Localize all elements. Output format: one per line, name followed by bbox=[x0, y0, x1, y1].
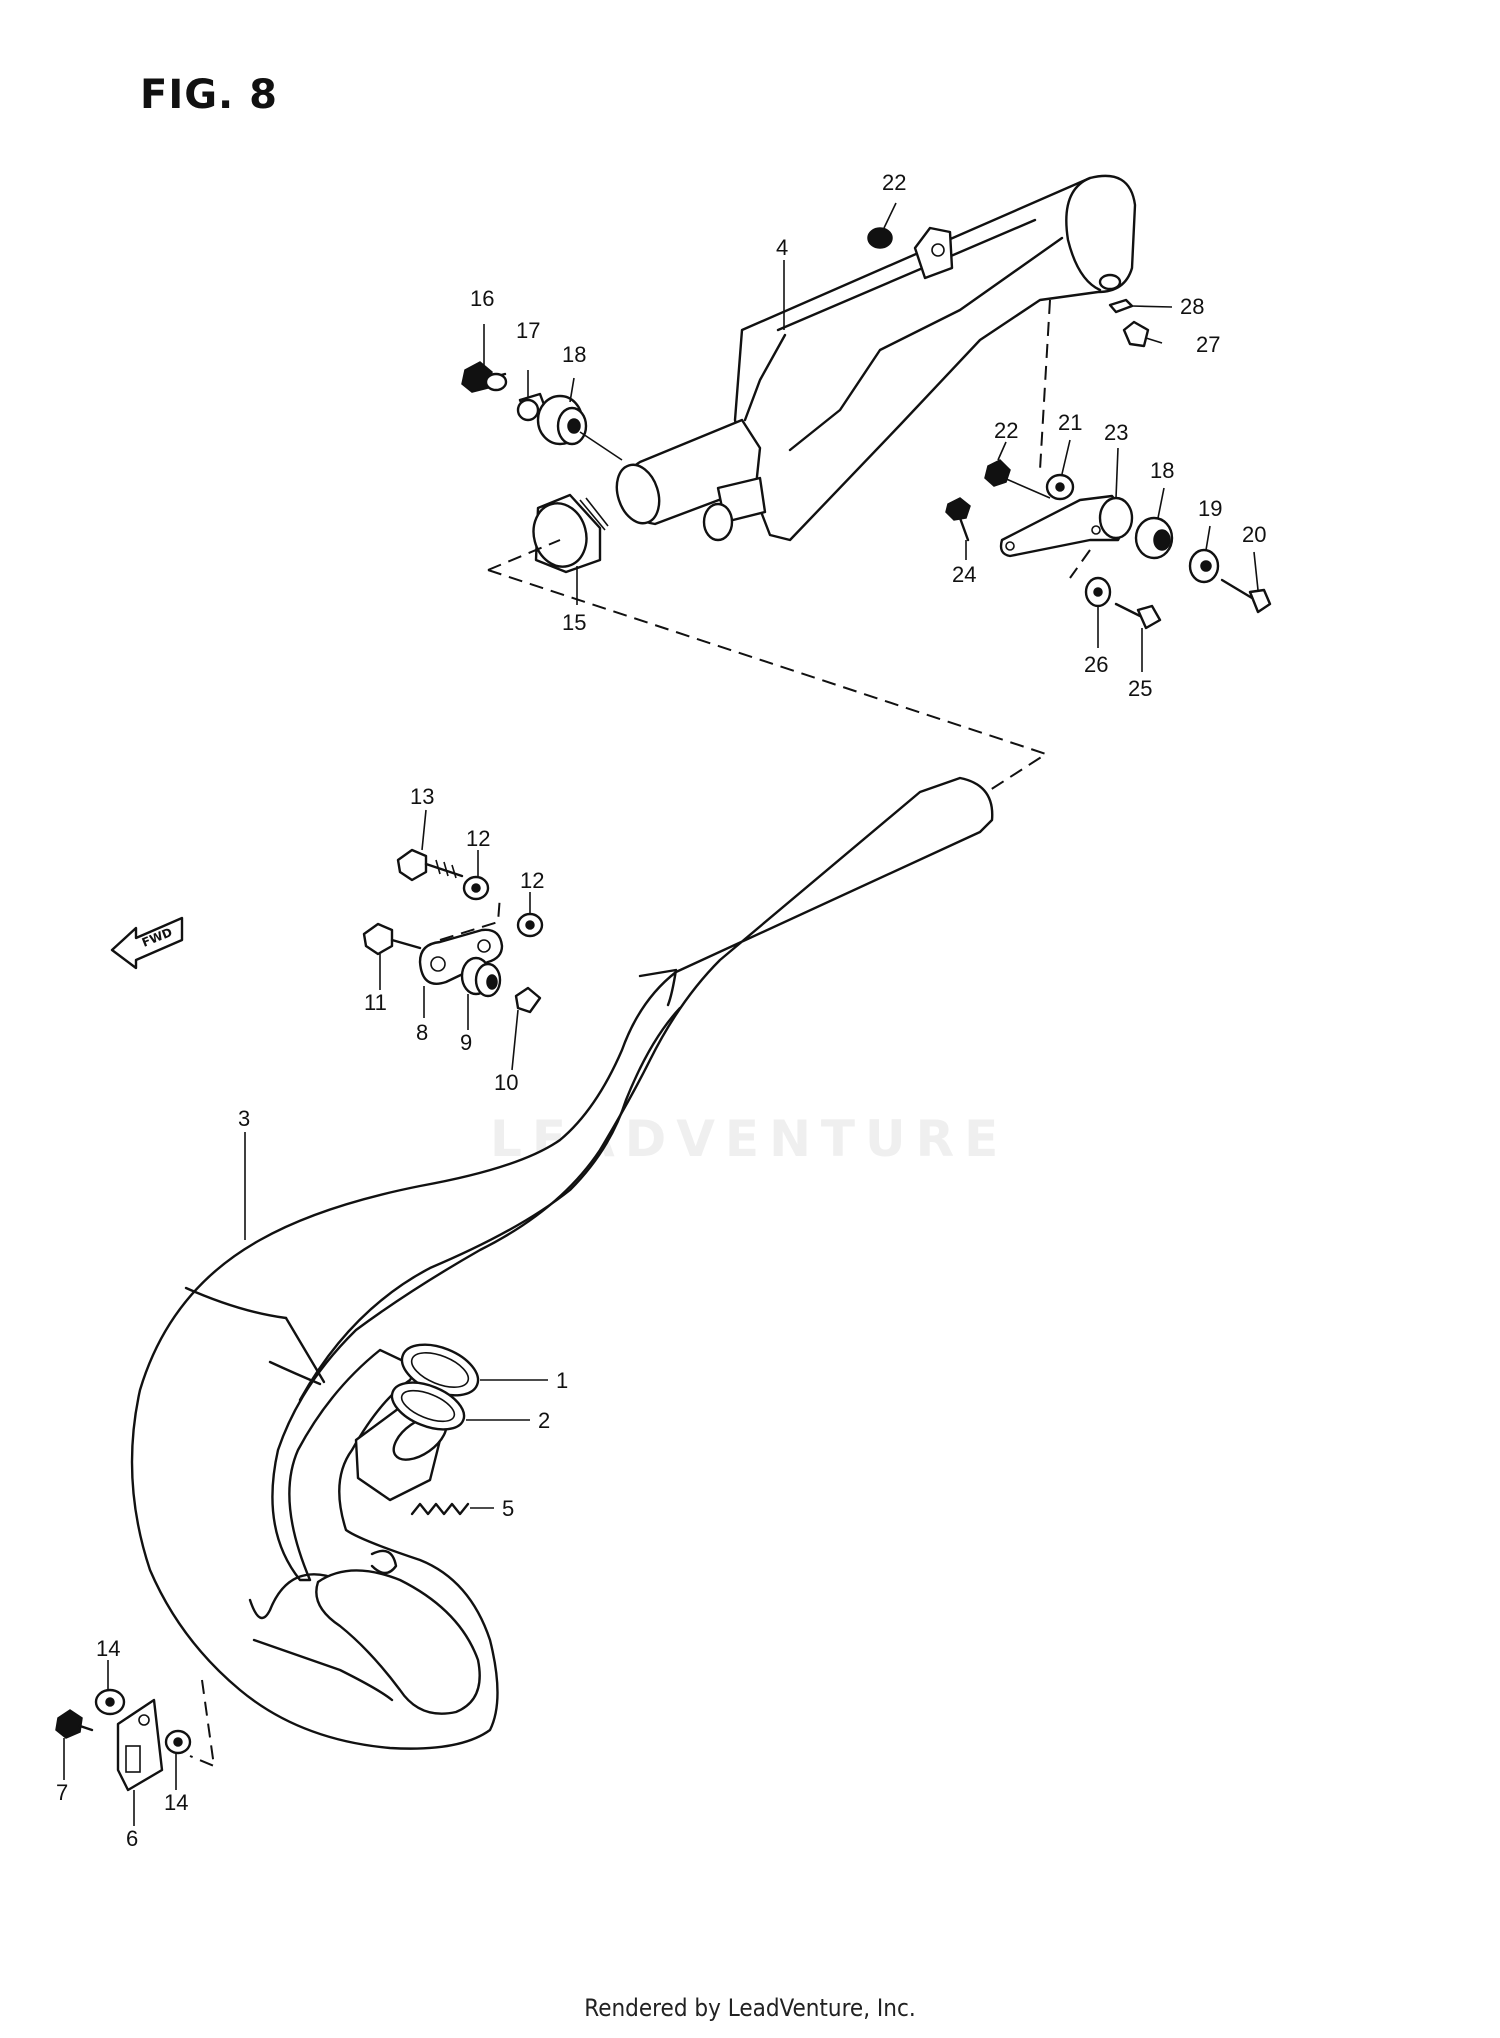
grommet-18-drawing[interactable] bbox=[536, 394, 588, 446]
callout-15: 15 bbox=[562, 610, 586, 635]
bracket-6-drawing[interactable] bbox=[116, 1698, 164, 1792]
callout-14b: 14 bbox=[164, 1790, 188, 1815]
callout-22a: 22 bbox=[882, 170, 906, 195]
label-leaders bbox=[63, 202, 1259, 1826]
align-line-15 bbox=[487, 539, 561, 571]
callout-20: 20 bbox=[1242, 522, 1266, 547]
seal-15-drawing[interactable] bbox=[527, 493, 609, 574]
leader-6-chamber bbox=[189, 1679, 216, 1768]
muffler-drawing[interactable] bbox=[610, 174, 1137, 542]
leader-8 bbox=[439, 895, 501, 941]
washer-14a-drawing[interactable] bbox=[94, 1688, 126, 1716]
callout-16: 16 bbox=[470, 286, 494, 311]
callout-28: 28 bbox=[1180, 294, 1204, 319]
callout-11: 11 bbox=[364, 990, 387, 1015]
nut-22-top-drawing[interactable] bbox=[867, 227, 893, 249]
callout-26: 26 bbox=[1084, 652, 1108, 677]
callout-9: 9 bbox=[460, 1030, 472, 1055]
callout-1: 1 bbox=[556, 1368, 568, 1393]
callout-5: 5 bbox=[502, 1496, 514, 1521]
bracket-8-drawing[interactable] bbox=[418, 928, 504, 985]
callout-7: 7 bbox=[56, 1780, 68, 1805]
leader-22 bbox=[1003, 477, 1051, 499]
grommet-9-drawing[interactable] bbox=[460, 956, 502, 998]
bracket-23-drawing[interactable] bbox=[999, 494, 1134, 558]
washer-21-drawing[interactable] bbox=[1045, 473, 1075, 501]
grommet-18b-drawing[interactable] bbox=[1134, 516, 1174, 560]
callout-12a: 12 bbox=[466, 826, 490, 851]
washer-12b-drawing[interactable] bbox=[516, 912, 544, 938]
callout-19: 19 bbox=[1198, 496, 1222, 521]
callout-23: 23 bbox=[1104, 420, 1128, 445]
bolt-20-drawing[interactable] bbox=[1220, 578, 1272, 614]
callout-8: 8 bbox=[416, 1020, 428, 1045]
bolt-13-drawing[interactable] bbox=[396, 848, 464, 882]
expansion-chamber-drawing[interactable] bbox=[130, 776, 994, 1750]
callout-17: 17 bbox=[516, 318, 540, 343]
gasket-2-drawing[interactable] bbox=[385, 1373, 470, 1439]
bolt-24-drawing[interactable] bbox=[945, 497, 971, 542]
callout-22b: 22 bbox=[994, 418, 1018, 443]
washer-14b-drawing[interactable] bbox=[164, 1729, 192, 1755]
callout-14a: 14 bbox=[96, 1636, 120, 1661]
washer-26-drawing[interactable] bbox=[1084, 576, 1112, 608]
align-line-pipe bbox=[487, 569, 1049, 791]
bolt-25-drawing[interactable] bbox=[1114, 602, 1162, 630]
callout-12b: 12 bbox=[520, 868, 544, 893]
leader-muffler-hanger bbox=[1039, 299, 1051, 471]
washer-12a-drawing[interactable] bbox=[462, 875, 490, 901]
callout-13: 13 bbox=[410, 784, 434, 809]
fwd-arrow-icon: FWD bbox=[110, 916, 184, 970]
spring-5-drawing[interactable] bbox=[410, 1502, 470, 1516]
callout-18a: 18 bbox=[562, 342, 586, 367]
collar-10-drawing[interactable] bbox=[514, 986, 542, 1014]
callout-4: 4 bbox=[776, 235, 788, 260]
nut-22-drawing[interactable] bbox=[984, 459, 1011, 487]
washer-19-drawing[interactable] bbox=[1188, 548, 1220, 584]
bolt-11-drawing[interactable] bbox=[362, 922, 422, 956]
callout-10: 10 bbox=[494, 1070, 518, 1095]
leader-18-to-muffler bbox=[579, 431, 623, 461]
callout-24: 24 bbox=[952, 562, 976, 587]
nut-7-drawing[interactable] bbox=[55, 1709, 94, 1739]
footer-credit: Rendered by LeadVenture, Inc. bbox=[584, 1994, 916, 2022]
leader-bracket-washer bbox=[1069, 549, 1091, 579]
callout-25: 25 bbox=[1128, 676, 1152, 701]
nozzle-27-drawing[interactable] bbox=[1122, 320, 1150, 348]
clip-28-drawing[interactable] bbox=[1108, 298, 1134, 314]
callout-3: 3 bbox=[238, 1106, 250, 1131]
callout-21: 21 bbox=[1058, 410, 1082, 435]
callout-labels: 1 2 3 4 5 6 7 8 9 10 11 12 12 13 14 14 1… bbox=[56, 170, 1266, 1851]
callout-27: 27 bbox=[1196, 332, 1220, 357]
figure-title: FIG. 8 bbox=[140, 72, 278, 118]
callout-6: 6 bbox=[126, 1826, 138, 1851]
callout-18b: 18 bbox=[1150, 458, 1174, 483]
callout-2: 2 bbox=[538, 1408, 550, 1433]
